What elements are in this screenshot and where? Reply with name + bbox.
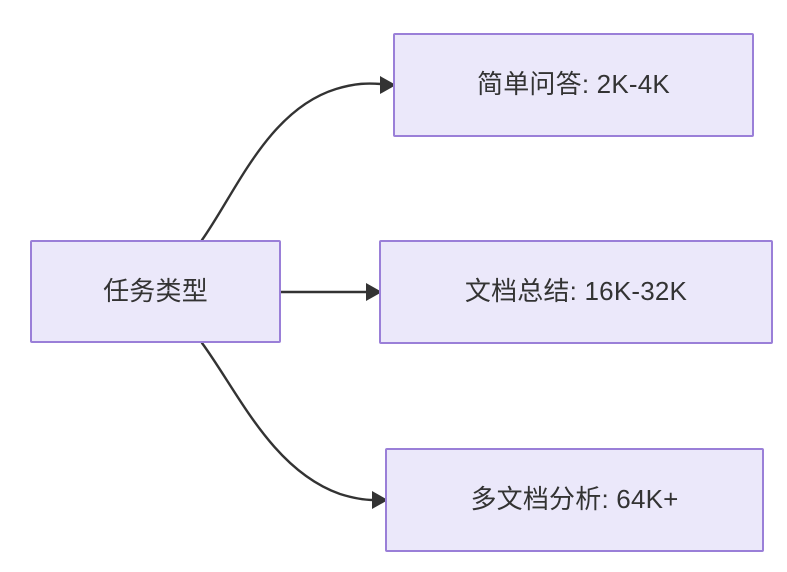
edge-source-to-multi-doc	[200, 341, 388, 509]
edge-source-to-simple-qa-path	[200, 82, 383, 242]
edge-source-to-simple-qa	[200, 76, 396, 242]
node-multi-doc[interactable]: 多文档分析: 64K+	[385, 448, 764, 552]
edge-source-to-doc-summary	[279, 283, 382, 301]
node-task-type-label: 任务类型	[103, 275, 208, 306]
edge-source-to-multi-doc-path	[200, 341, 376, 502]
node-multi-doc-label: 多文档分析: 64K+	[470, 484, 679, 515]
node-task-type[interactable]: 任务类型	[30, 240, 281, 343]
node-simple-qa[interactable]: 简单问答: 2K-4K	[393, 33, 754, 137]
node-simple-qa-label: 简单问答: 2K-4K	[477, 69, 670, 100]
node-doc-summary-label: 文档总结: 16K-32K	[464, 276, 688, 307]
node-doc-summary[interactable]: 文档总结: 16K-32K	[379, 240, 773, 344]
